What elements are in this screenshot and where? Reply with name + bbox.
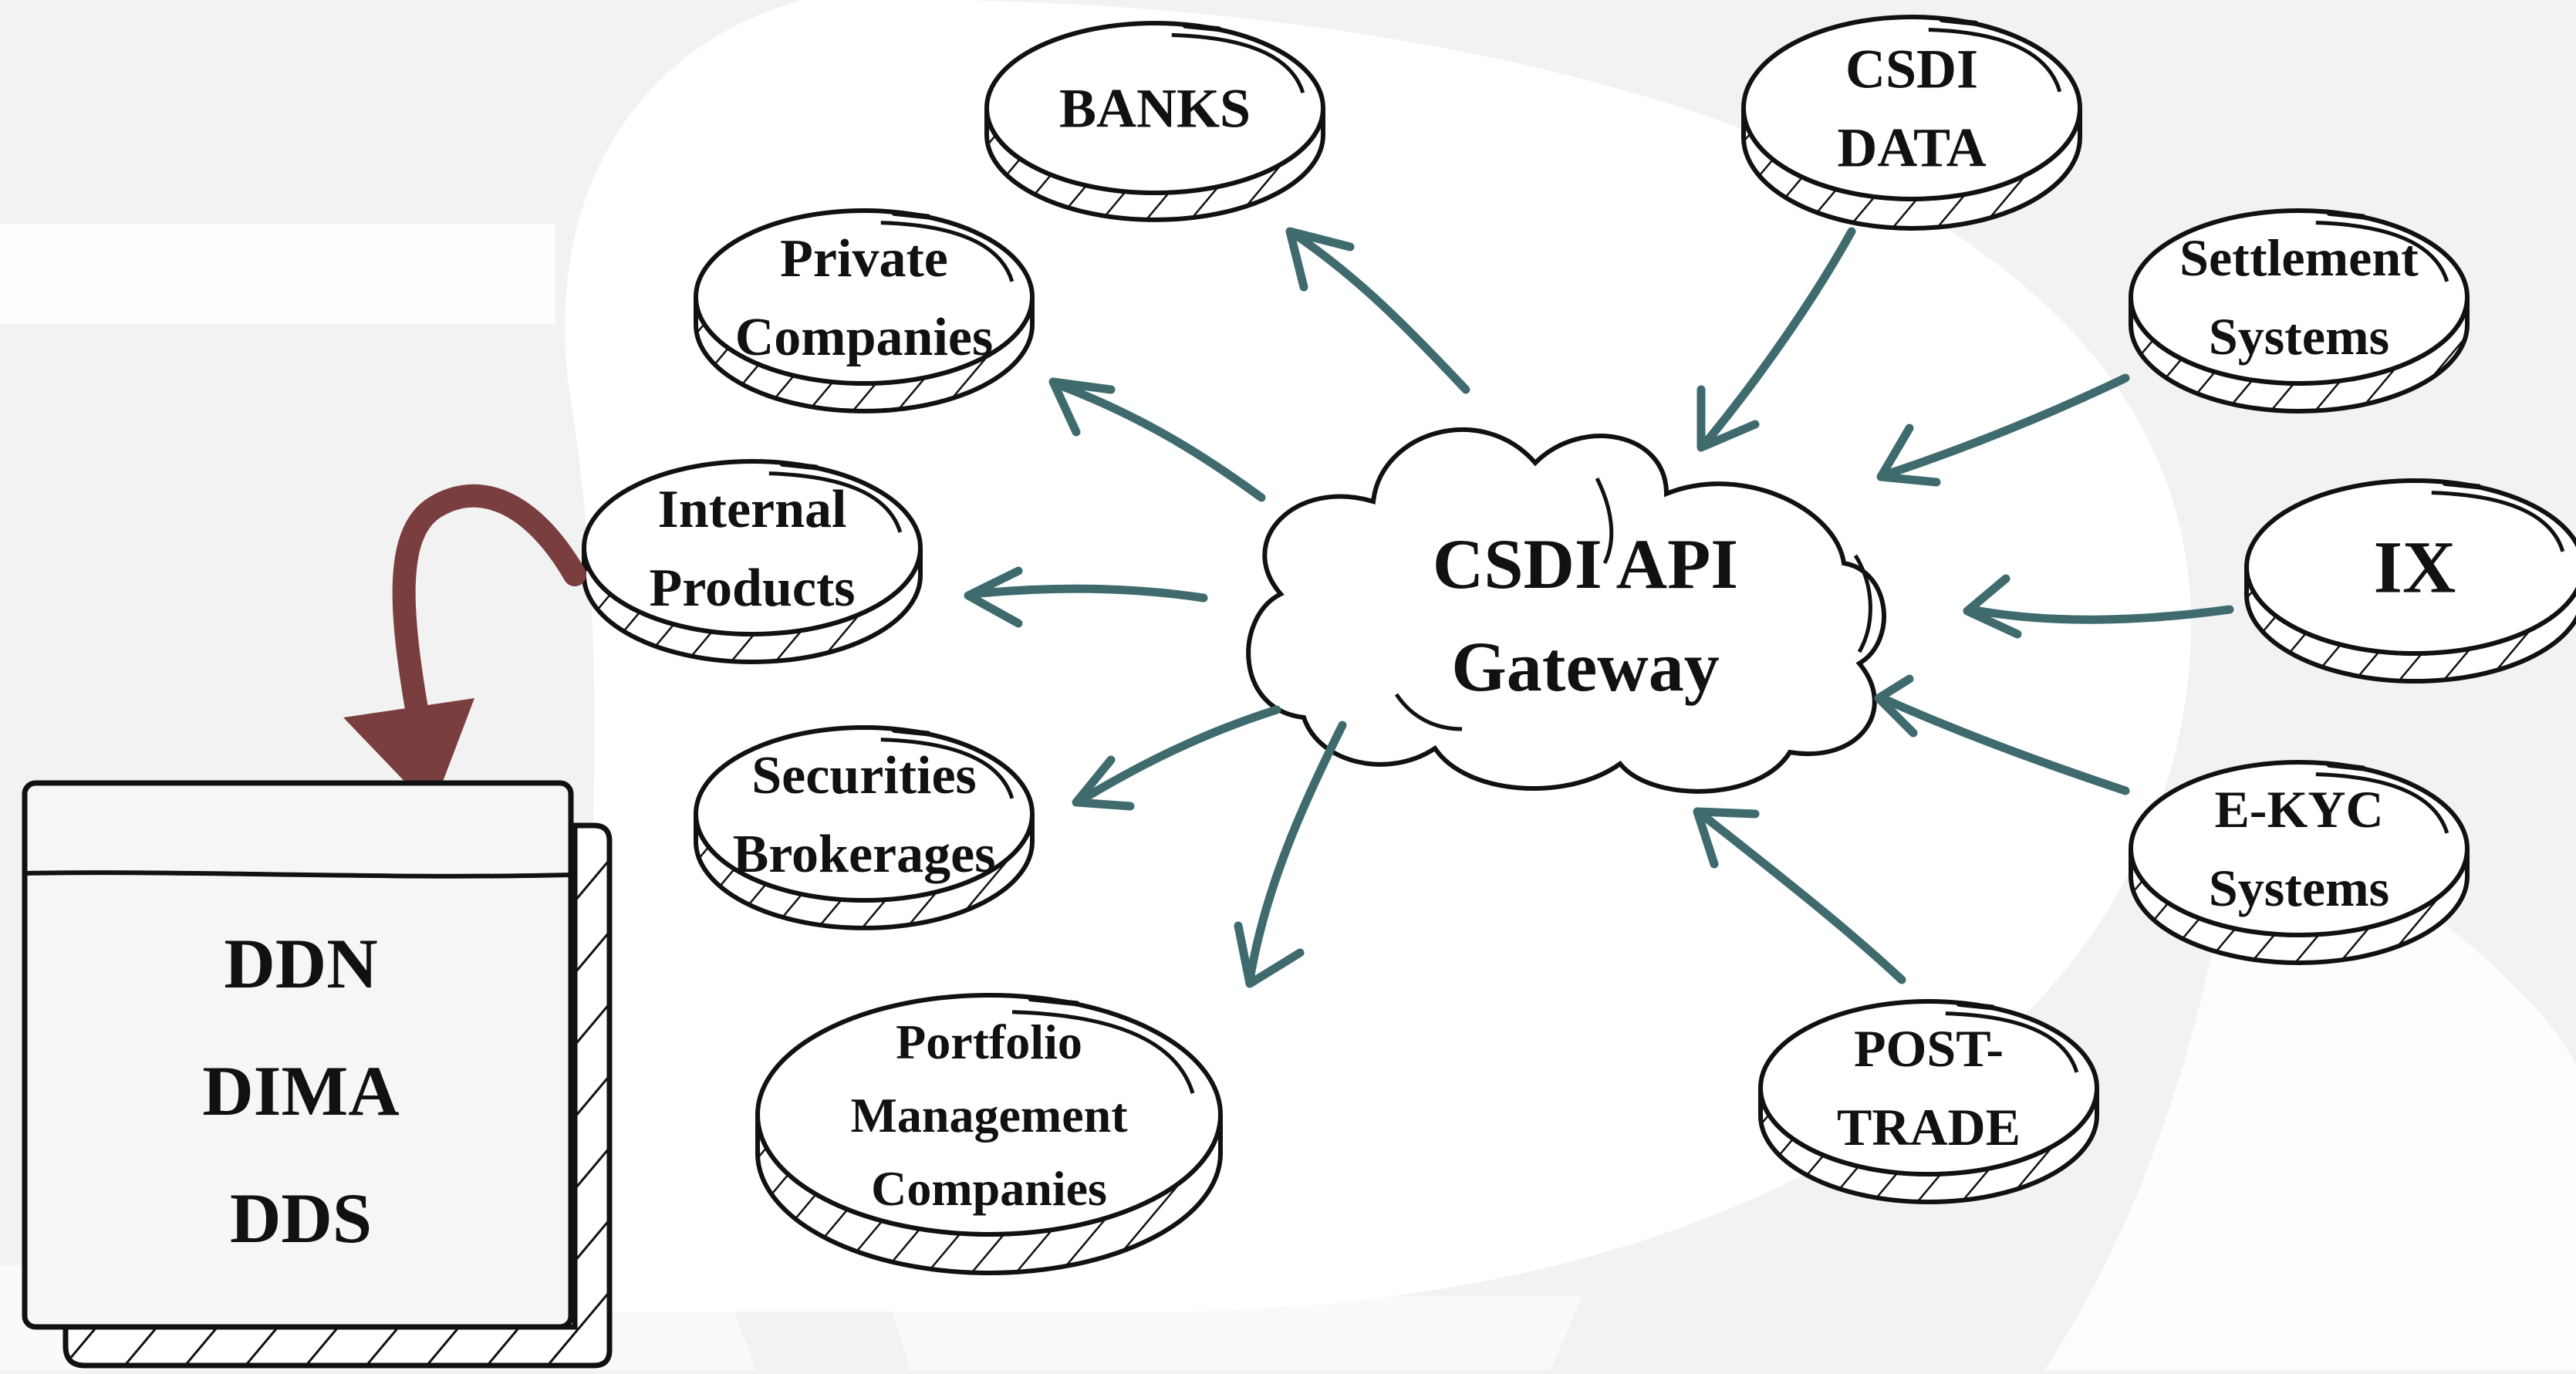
arrow-from-csdi-data	[1697, 227, 1856, 452]
node-label-line: IX	[2374, 526, 2456, 609]
arrow-to-portfolio-management	[1234, 721, 1347, 988]
coin-highlight-dash	[1182, 22, 1222, 32]
coin-face	[694, 725, 1035, 903]
node-label-line: Companies	[871, 1161, 1107, 1216]
arrow-to-securities-brokerages	[1072, 705, 1281, 811]
arrow-to-banks	[1285, 227, 1470, 394]
node-banks: BANKS	[984, 21, 1325, 222]
gateway-label-line-2: Gateway	[1451, 627, 1719, 706]
coin-highlight-dash	[779, 461, 819, 471]
arrow-from-settlement-systems	[1876, 373, 2130, 487]
coin-face	[582, 459, 923, 636]
coin-highlight	[2315, 772, 2449, 834]
node-label-line: Systems	[2209, 859, 2389, 917]
node-ekyc-systems: E-KYC Systems	[2129, 760, 2470, 965]
gateway-cloud: CSDI API Gateway	[1246, 427, 1886, 794]
coin-highlight	[2315, 221, 2449, 282]
coin-face	[1758, 999, 2099, 1177]
coin-highlight-dash	[2326, 761, 2366, 771]
coin-highlight-dash	[2442, 480, 2482, 490]
coin-highlight-dash	[891, 727, 931, 737]
node-label-line: Internal	[658, 480, 847, 539]
node-label-line: E-KYC	[2214, 780, 2383, 839]
coin-highlight	[880, 221, 1015, 282]
node-label-line: Settlement	[2179, 228, 2419, 287]
coin-highlight-dash	[1956, 1001, 1996, 1011]
node-label-line: Management	[850, 1088, 1128, 1143]
node-label-line: Securities	[751, 746, 977, 805]
coin-face	[694, 208, 1035, 386]
coin-face	[984, 21, 1325, 195]
database-label-dima: DIMA	[202, 1052, 400, 1130]
database-label-dds: DDS	[230, 1179, 372, 1258]
arrow-from-post-trade	[1693, 807, 1906, 984]
coin-highlight	[1945, 1011, 2079, 1073]
coin-face	[2129, 760, 2470, 937]
arrow-to-internal-products	[964, 566, 1208, 628]
coin-highlight	[880, 738, 1015, 799]
database-box: DDN DIMA DDS	[22, 780, 613, 1369]
node-post-trade: POST- TRADE	[1758, 999, 2099, 1204]
node-label-line: Products	[649, 559, 855, 618]
node-label-line: DATA	[1837, 116, 1986, 178]
arrow-from-ix	[1963, 574, 2234, 639]
coin-highlight-dash	[1028, 996, 1080, 1007]
node-label-line: CSDI	[1845, 38, 1978, 100]
coin-highlight	[768, 471, 903, 533]
coin-face	[1741, 15, 2082, 201]
arrow-from-ekyc-systems	[1874, 674, 2130, 795]
node-ix: IX	[2244, 478, 2576, 684]
node-label-line: Systems	[2209, 307, 2389, 366]
gateway-label-line-1: CSDI API	[1433, 525, 1738, 603]
coin-highlight-dash	[2326, 210, 2366, 220]
connector-arrows	[964, 227, 2234, 988]
node-label-line: BANKS	[1059, 77, 1251, 139]
coin-highlight	[1011, 1010, 1195, 1094]
coin-highlight	[2431, 491, 2565, 552]
coin-face	[2129, 208, 2470, 386]
node-csdi-data: CSDI DATA	[1741, 15, 2082, 231]
arrow-to-private-companies	[1048, 377, 1266, 502]
node-label-line: Private	[780, 229, 948, 289]
coin-highlight-dash	[1939, 17, 1979, 26]
coin-highlight	[1171, 32, 1305, 93]
node-label-line: Companies	[735, 308, 993, 367]
coin-face	[755, 993, 1223, 1237]
node-label-line: POST-	[1854, 1019, 2004, 1078]
database-label-ddn: DDN	[224, 924, 377, 1003]
node-label-line: Brokerages	[733, 825, 996, 884]
coin-highlight	[1928, 28, 2062, 93]
coin-face	[2244, 478, 2576, 656]
node-label-line: TRADE	[1837, 1098, 2021, 1156]
coin-highlight-dash	[891, 210, 931, 220]
node-label-line: Portfolio	[896, 1014, 1082, 1069]
